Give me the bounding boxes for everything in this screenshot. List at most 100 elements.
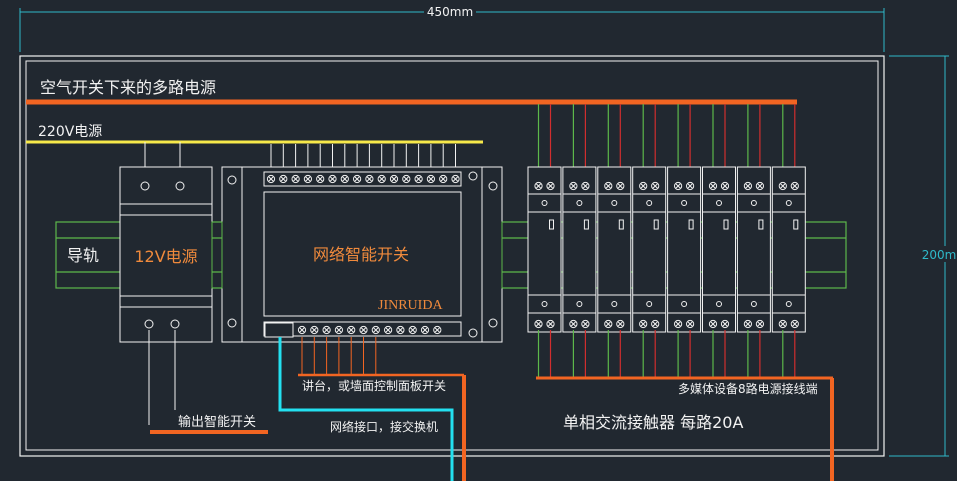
contactor-body <box>736 166 771 333</box>
contactor-bottom-screw <box>708 319 718 329</box>
contactor-top-screw <box>651 181 660 191</box>
contactor-top-screw <box>546 181 555 191</box>
rail-label-bg <box>60 240 110 270</box>
contactor-indicator <box>758 219 764 230</box>
switch-top-terminal <box>353 174 362 184</box>
contactor-top-hole <box>646 200 653 206</box>
psu-label: 12V电源 <box>134 247 197 266</box>
psu-12v: 12V电源 <box>119 142 213 425</box>
switch-top-terminal <box>291 174 300 184</box>
switch-top-terminal <box>279 174 288 184</box>
brand-label: JINRUIDA <box>378 298 443 313</box>
contactor <box>562 104 597 378</box>
rail-label: 导轨 <box>67 246 99 265</box>
contactor-bottom-hole <box>611 301 618 307</box>
contactor-bottom-screw <box>686 319 695 329</box>
contactor-top-screw <box>743 181 753 191</box>
switch-bottom-terminal <box>371 325 380 335</box>
contactor-body <box>771 166 806 333</box>
contactor-indicator <box>793 219 799 230</box>
contactor-indicator <box>723 219 729 230</box>
switch-top-terminal <box>402 174 411 184</box>
contactor-body <box>562 166 597 333</box>
network-cable <box>278 337 454 481</box>
contactor <box>597 104 632 378</box>
panel-control-wires <box>301 337 377 375</box>
contactor-top-hole <box>681 200 688 206</box>
switch-top-terminal <box>303 174 312 184</box>
switch-bottom-terminal <box>359 325 368 335</box>
contactor-top-screw <box>720 181 730 191</box>
contactor <box>771 104 806 378</box>
switch-top-terminal <box>340 174 349 184</box>
switch-top-terminal <box>451 174 460 184</box>
switch-top-terminal <box>316 174 325 184</box>
width-dimension: 450mm <box>424 5 476 19</box>
contactor-top-hole <box>541 200 548 206</box>
switch-top-terminals <box>266 174 460 184</box>
contactor-bottom-screw <box>534 319 543 329</box>
switch-top-terminal <box>389 174 399 184</box>
switch-module-label: 网络智能开关 <box>313 245 409 264</box>
switch-top-terminal <box>328 174 337 184</box>
switch-bottom-terminal <box>334 325 343 335</box>
network-port-label: 网络接口，接交换机 <box>330 419 438 434</box>
contactor-bottom-hole <box>646 301 653 307</box>
contactor-indicator <box>549 219 554 230</box>
contactor-bottom-screw <box>651 319 660 329</box>
switch-top-terminal <box>365 174 374 184</box>
contactor-body <box>632 166 667 333</box>
contactor-top-hole <box>716 200 722 206</box>
contactor-top-hole <box>611 200 618 206</box>
contactor-body <box>597 166 632 333</box>
height-label: 200m <box>922 248 957 262</box>
contactor-bottom-screw <box>604 319 613 329</box>
contactor <box>736 104 771 378</box>
contactor-top-screw <box>639 181 648 191</box>
switch-bottom-terminal <box>420 325 430 335</box>
switch-bottom-terminal <box>384 325 393 335</box>
switch-bottom-terminal <box>322 325 331 335</box>
switch-top-terminal <box>439 174 448 184</box>
height-dimension: 200m <box>922 246 957 262</box>
output-smart-switch-label: 输出智能开关 <box>178 414 256 430</box>
contactor-top-screw <box>708 181 718 191</box>
switch-top-terminal <box>266 174 276 184</box>
switch-bottom-terminal <box>310 325 319 335</box>
contactor-body <box>702 166 736 333</box>
contactor-indicator <box>653 219 659 230</box>
switch-mount-holes <box>227 171 498 338</box>
contactor-top-screw <box>790 181 799 191</box>
contactor-top-screw <box>616 181 625 191</box>
contactor-bank <box>527 104 806 378</box>
contactor-top-screw <box>778 181 787 191</box>
contactor-indicator <box>688 219 694 230</box>
contactor-top-hole <box>576 200 583 206</box>
contactor-bottom-screw <box>581 319 590 329</box>
contactor-bottom-hole <box>716 301 722 307</box>
main-power-label: 空气开关下来的多路电源 <box>40 78 216 97</box>
contactor-bottom-hole <box>750 301 757 307</box>
switch-top-terminal <box>426 174 435 184</box>
multimedia-power-label: 多媒体设备8路电源接线端 <box>678 381 818 396</box>
contactor-bottom-hole <box>681 301 688 307</box>
contactor-bottom-screw <box>569 319 578 329</box>
switch-bottom-terminal <box>396 325 405 335</box>
contactor-indicator <box>583 219 589 230</box>
contactor-body <box>527 166 562 333</box>
contactor-bottom-hole <box>785 301 792 307</box>
switch-bottom-terminal <box>347 325 356 335</box>
contactor-bottom-screw <box>639 319 648 329</box>
switch-top-terminal <box>377 174 386 184</box>
contactor-bottom-screw <box>720 319 730 329</box>
contactor <box>667 104 702 378</box>
switch-top-terminal <box>414 174 423 184</box>
switch-bottom-terminal <box>433 325 442 335</box>
contactor <box>702 104 736 378</box>
contactor-indicator <box>618 219 624 230</box>
contactor-bottom-screw <box>790 319 799 329</box>
contactor-bottom-screw <box>674 319 683 329</box>
contactor-top-screw <box>569 181 578 191</box>
contactor-bottom-screw <box>743 319 753 329</box>
contactor-bottom-screw <box>755 319 765 329</box>
